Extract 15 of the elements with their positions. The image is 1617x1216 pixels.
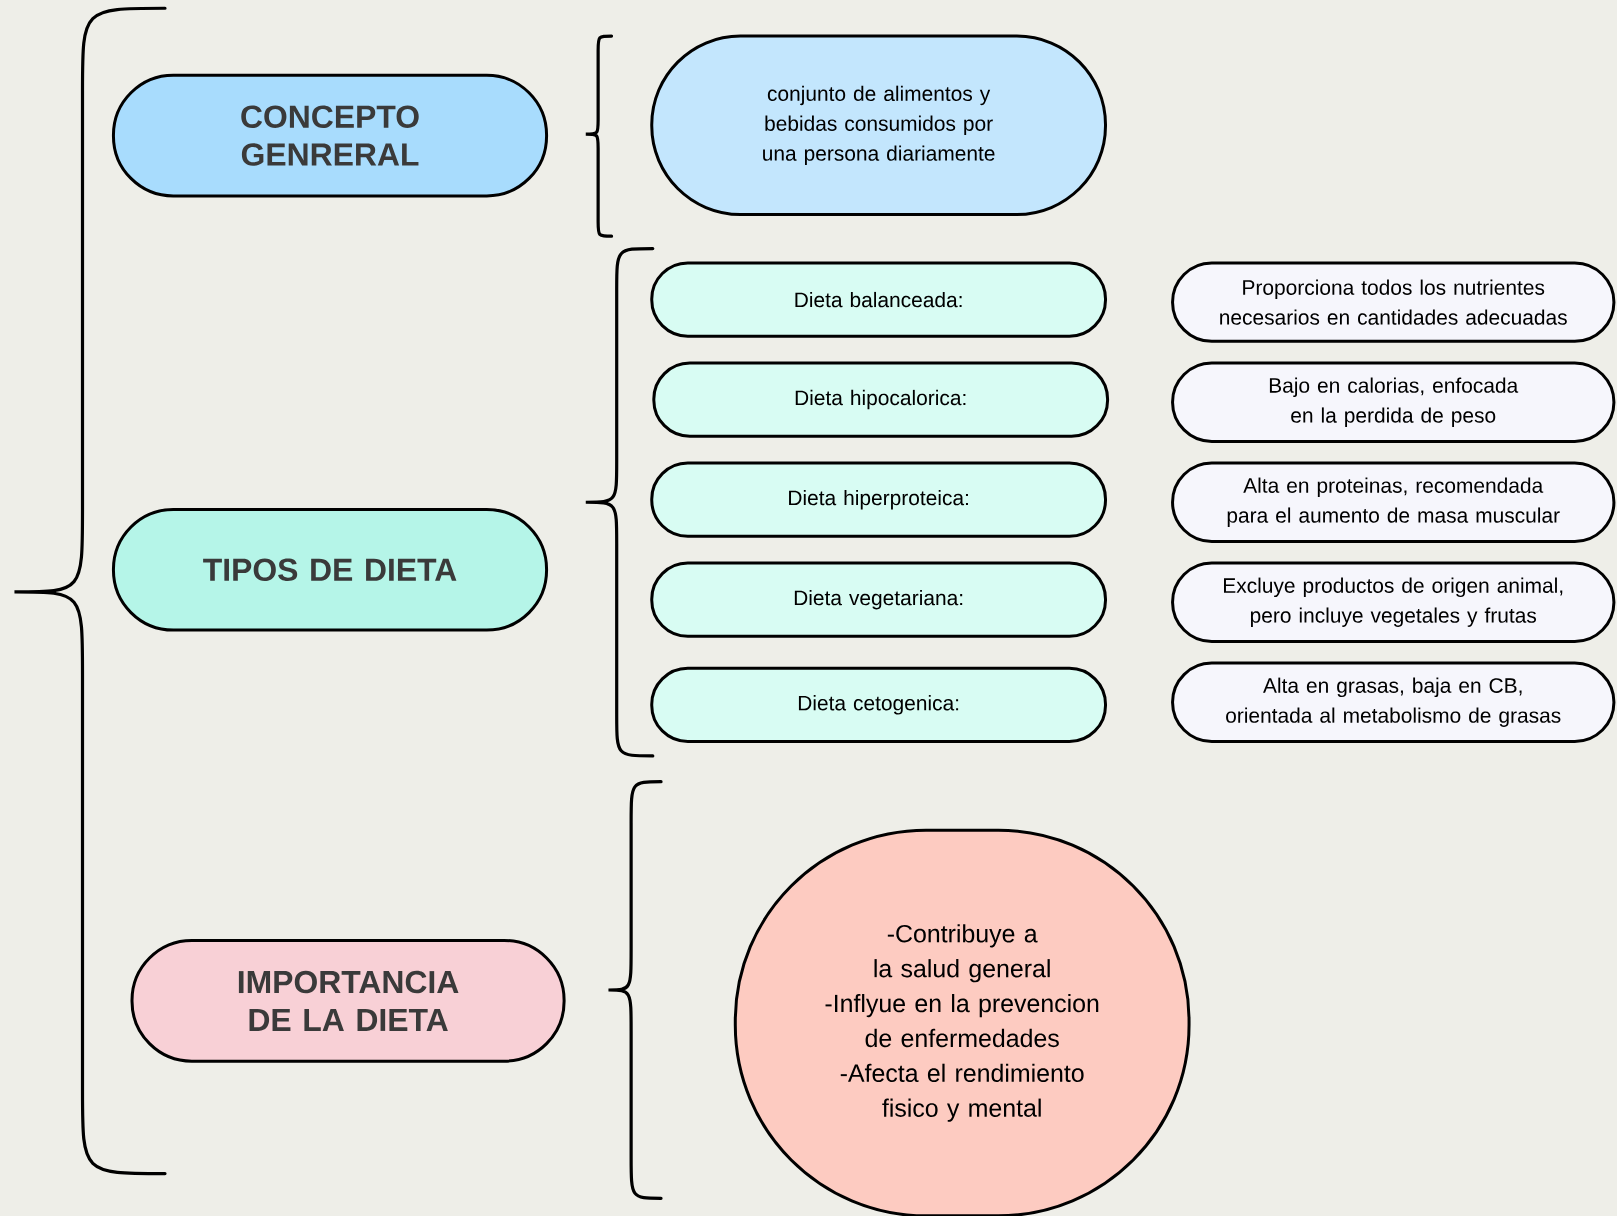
rounded-box: Dieta vegetariana: [650,561,1107,638]
rounded-box: -Contribuye a la salud general -Inflyue en la prevencion de enfermedades -Afecta el rendimiento fisico y mental [733,828,1191,1216]
rounded-box: Dieta cetogenica: [650,666,1107,743]
rounded-box: Proporciona todos los nutrientes necesarios en cantidades adecuadas [1171,261,1616,343]
category-pill: IMPORTANCIA DE LA DIETA [130,939,566,1063]
rounded-box: Dieta hiperproteica: [650,461,1107,538]
rounded-box: Bajo en calorias, enfocada en la perdida de peso [1171,361,1616,443]
category-pill: TIPOS DE DIETA [111,507,549,632]
rounded-box: Alta en proteinas, recomendada para el aumento de masa muscular [1171,461,1616,543]
rounded-box: Dieta hipocalorica: [652,361,1110,438]
category-pill: CONCEPTO GENRERAL [111,73,549,198]
rounded-box: Excluye productos de origen animal, pero incluye vegetales y frutas [1171,561,1616,643]
rounded-box: Dieta balanceada: [650,261,1107,338]
rounded-box: conjunto de alimentos y bebidas consumidos por una persona diariamente [650,34,1107,216]
rounded-box: Alta en grasas, baja en CB, orientada al metabolismo de grasas [1171,661,1616,743]
